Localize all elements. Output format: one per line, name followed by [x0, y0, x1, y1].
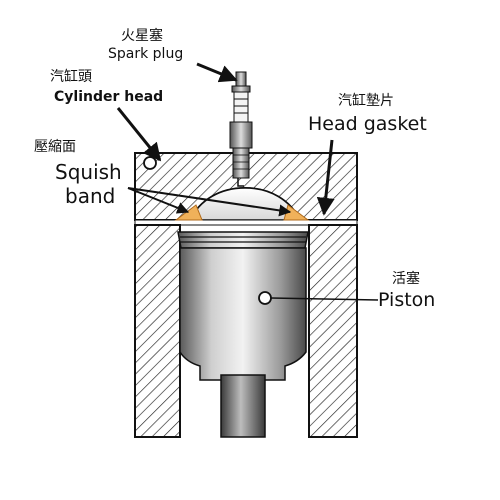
head-gasket-strip: [134, 219, 358, 226]
head-gasket-label-zh: 汽缸墊片: [338, 93, 394, 109]
cylinder-wall-left: [134, 224, 181, 438]
cylinder-head-arrow: [116, 107, 162, 162]
spark-plug-label-zh: 火星塞: [121, 28, 163, 44]
squish-band-label-line1: Squish: [55, 160, 122, 184]
cylinder-head-label-en: Cylinder head: [54, 89, 164, 105]
squish-face-label-zh: 壓縮面: [34, 139, 76, 155]
piston-marker: [258, 291, 272, 305]
squish-band-arrow-right: [127, 187, 292, 217]
spark-plug-arrow: [196, 62, 238, 83]
squish-band-label-line2: band: [65, 184, 116, 208]
cylinder-head-label-zh: 汽缸頭: [50, 69, 92, 85]
piston-label-en: Piston: [378, 289, 436, 311]
head-gasket-arrow: [316, 139, 335, 216]
cylinder-wall-right: [308, 224, 358, 438]
piston-crown: [177, 231, 309, 249]
piston-label-zh: 活塞: [392, 271, 420, 287]
squish-face-marker: [143, 156, 157, 170]
piston-body: [179, 247, 307, 381]
connecting-rod: [220, 374, 266, 438]
piston-leader: [270, 297, 379, 301]
head-gasket-label-en: Head gasket: [308, 113, 427, 135]
spark-plug: [229, 71, 253, 187]
spark-plug-label-en: Spark plug: [108, 46, 184, 62]
squish-band-arrow-left: [127, 187, 190, 214]
